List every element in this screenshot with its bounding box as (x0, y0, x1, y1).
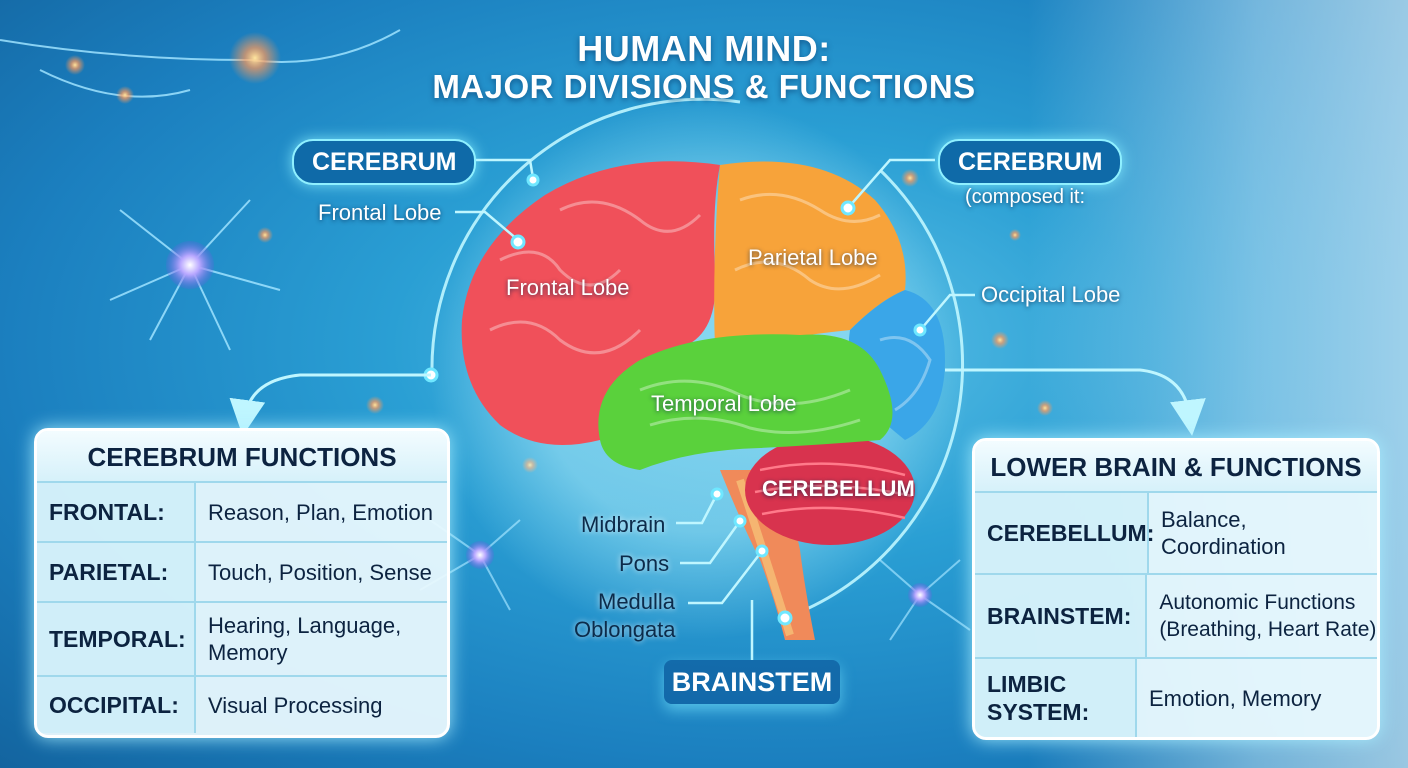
label-temporal: Temporal Lobe (651, 391, 797, 416)
label-medulla-line1: Medulla (598, 589, 676, 614)
label-parietal: Parietal Lobe (748, 245, 878, 270)
row-key: BRAINSTEM: (975, 575, 1148, 657)
neuron-icon (466, 541, 494, 569)
table-row: PARIETAL: Touch, Position, Sense (37, 541, 447, 601)
row-key: LIMBIC SYSTEM: (975, 659, 1137, 737)
row-value: Touch, Position, Sense (208, 559, 432, 585)
parietal-lobe-shape (714, 161, 906, 350)
arrow-icon (229, 373, 431, 436)
row-value: Reason, Plan, Emotion (208, 499, 434, 525)
cerebrum-functions-card: CEREBRUM FUNCTIONS FRONTAL: Reason, Plan… (34, 428, 450, 738)
label-pons: Pons (619, 551, 670, 576)
label-midbrain: Midbrain (581, 512, 666, 537)
label-medulla-line2: Oblongata (574, 617, 676, 642)
gyri-texture (489, 192, 932, 434)
leader-dots (423, 173, 927, 626)
row-key: TEMPORAL: (37, 603, 196, 675)
row-key: FRONTAL: (37, 483, 196, 541)
cerebellum-shape (745, 435, 915, 545)
cerebrum-left-pill: CEREBRUM (292, 139, 477, 185)
halo-arc (430, 97, 741, 376)
table-row: BRAINSTEM: Autonomic Functions (Breathin… (975, 573, 1377, 657)
neuron-icon (166, 241, 214, 289)
label-frontal-inner: Frontal Lobe (506, 275, 630, 300)
table-row: LIMBIC SYSTEM: Emotion, Memory (975, 657, 1377, 737)
table-row: FRONTAL: Reason, Plan, Emotion (37, 483, 447, 541)
row-key: CEREBELLUM: (975, 493, 1154, 573)
cerebrum-functions-title: CEREBRUM FUNCTIONS (37, 431, 447, 483)
frontal-lobe-shape (461, 161, 720, 445)
brainstem-label: BRAINSTEM (664, 660, 840, 704)
row-key: PARIETAL: (37, 543, 196, 601)
temporal-lobe-shape (598, 334, 893, 470)
halo-arc (784, 168, 965, 620)
row-value: Balance, Coordination (1161, 507, 1286, 559)
page-subtitle: MAJOR DIVISIONS & FUNCTIONS (432, 68, 976, 105)
row-value: Emotion, Memory (1149, 685, 1322, 711)
label-cerebellum: CEREBELLUM (762, 476, 915, 501)
row-value: Hearing, Language, Memory (208, 613, 402, 665)
arrow-icon (945, 368, 1206, 436)
neuron-icon (908, 583, 932, 607)
lower-brain-card: LOWER BRAIN & FUNCTIONS CEREBELLUM: Bala… (972, 438, 1380, 740)
label-occipital: Occipital Lobe (981, 282, 1121, 307)
composed-note: (composed it: (965, 186, 1086, 208)
leader-lines (455, 158, 975, 660)
row-value: Autonomic Functions (Breathing, Heart Ra… (1159, 591, 1377, 641)
neuron-icon (419, 519, 971, 641)
table-row: CEREBELLUM: Balance, Coordination (975, 493, 1377, 573)
lower-brain-title: LOWER BRAIN & FUNCTIONS (975, 441, 1377, 493)
row-value: Visual Processing (208, 692, 383, 718)
cerebrum-right-pill: CEREBRUM (938, 139, 1123, 185)
table-row: OCCIPITAL: Visual Processing (37, 675, 447, 733)
table-row: TEMPORAL: Hearing, Language, Memory (37, 601, 447, 675)
page-title: HUMAN MIND: (577, 28, 831, 69)
cerebellum-folds (754, 462, 913, 520)
row-key: OCCIPITAL: (37, 677, 196, 733)
label-frontal-outer: Frontal Lobe (318, 200, 442, 225)
